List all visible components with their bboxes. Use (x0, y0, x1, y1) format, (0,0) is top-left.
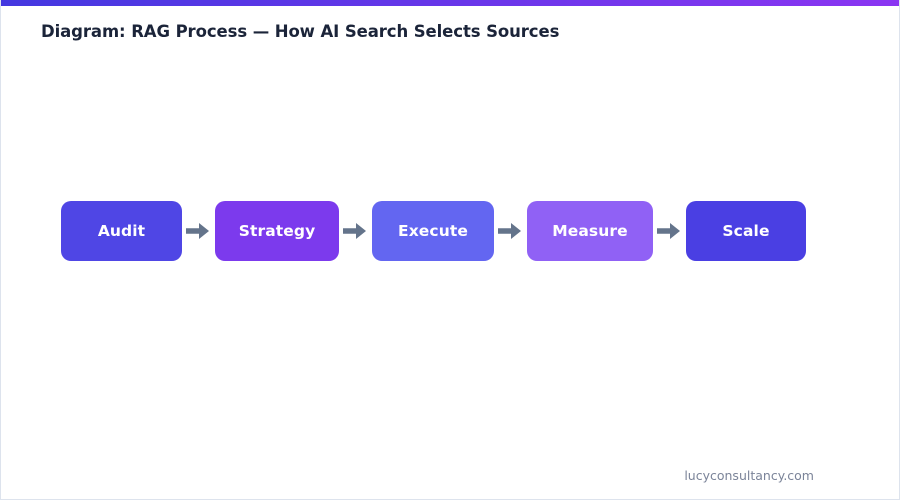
page-title: Diagram: RAG Process — How AI Search Sel… (41, 22, 560, 41)
flow-node-scale[interactable]: Scale (686, 201, 806, 261)
flow-connector-2 (339, 201, 372, 261)
process-flow: Audit Strategy Execute (61, 201, 806, 261)
flow-node-strategy[interactable]: Strategy (215, 201, 339, 261)
flow-node-label: Audit (97, 222, 146, 240)
flow-node-label: Scale (722, 222, 770, 240)
flow-node-label: Measure (552, 222, 628, 240)
flow-node-execute[interactable]: Execute (372, 201, 494, 261)
flow-node-measure[interactable]: Measure (527, 201, 653, 261)
flow-connector-1 (182, 201, 215, 261)
flow-node-audit[interactable]: Audit (61, 201, 182, 261)
footer-attribution: lucyconsultancy.com (684, 468, 814, 483)
top-accent-bar (1, 0, 899, 6)
flow-node-label: Strategy (238, 222, 316, 240)
flow-node-label: Execute (398, 222, 468, 240)
flow-connector-3 (494, 201, 527, 261)
arrow-right-icon (343, 221, 368, 241)
arrow-right-icon (498, 221, 523, 241)
arrow-right-icon (657, 221, 682, 241)
flow-connector-4 (653, 201, 686, 261)
arrow-right-icon (186, 221, 211, 241)
